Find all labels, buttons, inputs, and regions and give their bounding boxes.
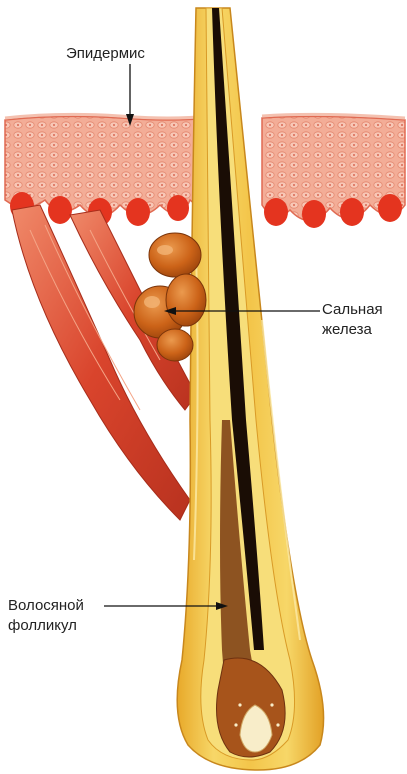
hair-follicle-label-line1: Волосяной [8, 596, 84, 616]
sebaceous-gland-label-line2: железа [322, 320, 383, 340]
hair-follicle-label-line2: фолликул [8, 616, 84, 636]
hair-follicle-label: Волосяной фолликул [8, 596, 84, 636]
sebaceous-gland-label-line1: Сальная [322, 300, 383, 320]
sebaceous-gland-label: Сальная железа [322, 300, 383, 340]
epidermis-label: Эпидермис [66, 44, 145, 64]
